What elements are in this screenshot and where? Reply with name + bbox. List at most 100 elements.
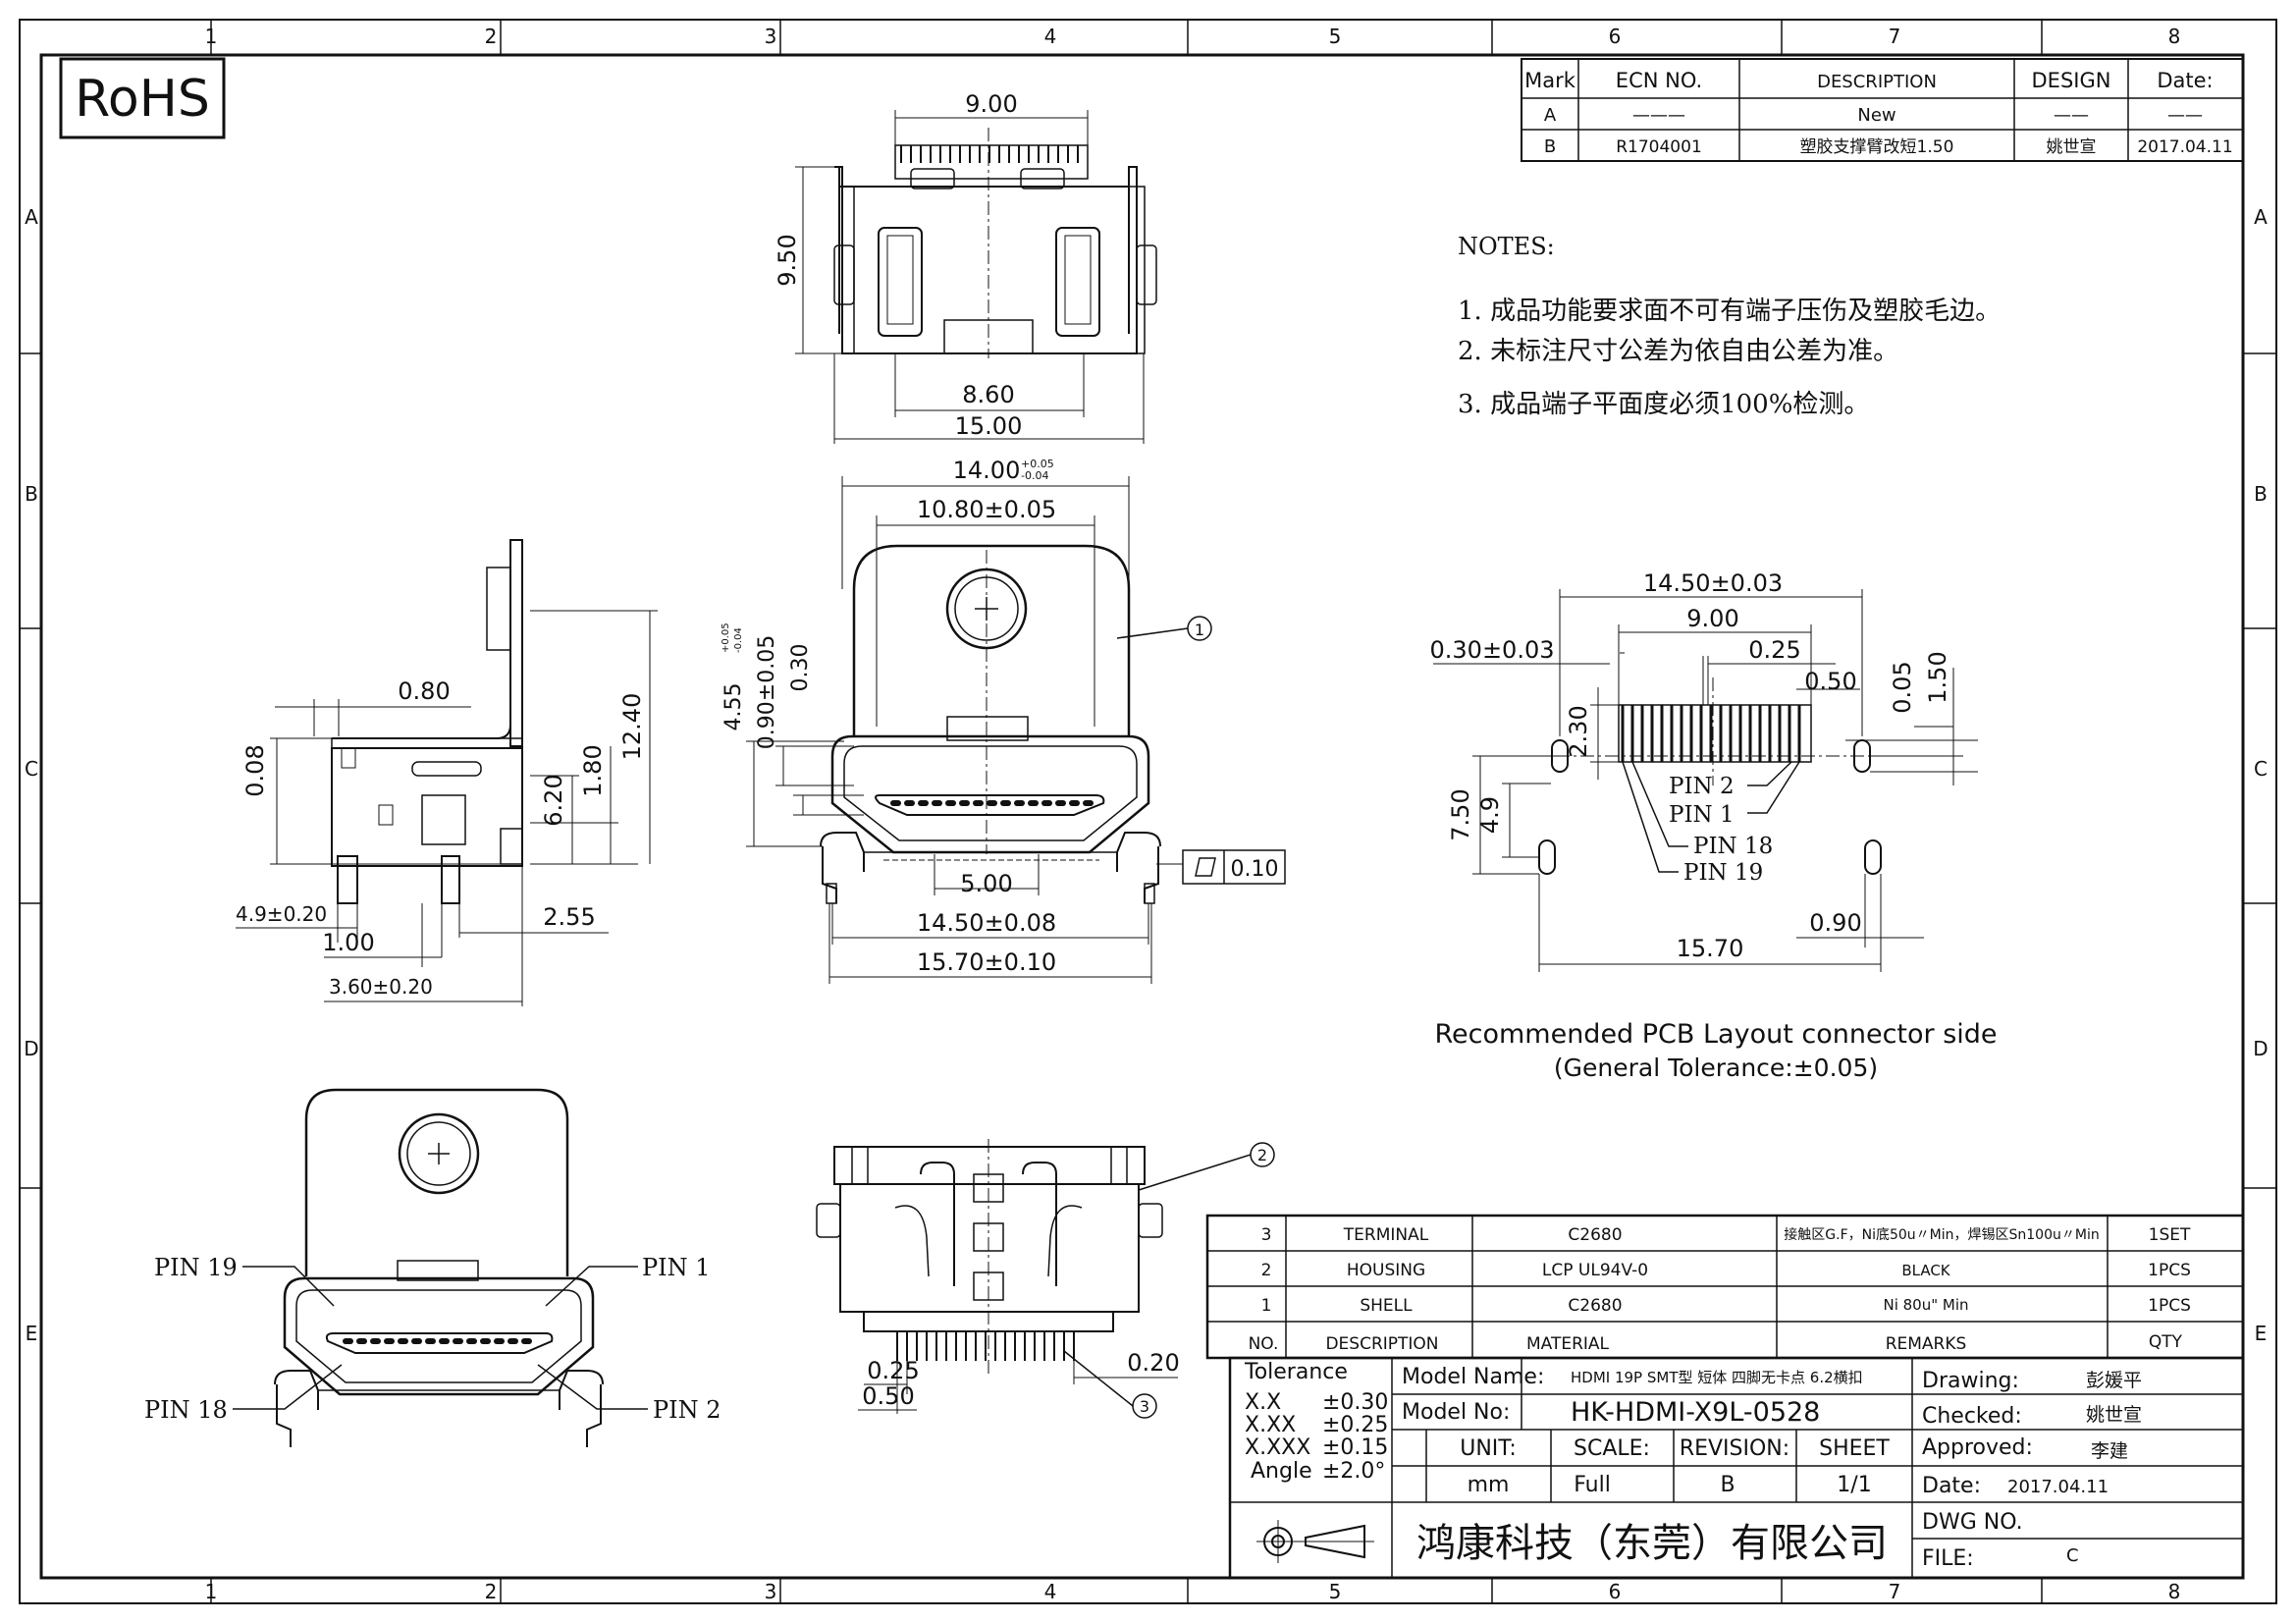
rev-header-design: DESIGN bbox=[2032, 69, 2111, 92]
balloon-2: 2 bbox=[1257, 1146, 1267, 1164]
zone-col-5-top: 5 bbox=[1329, 25, 1342, 48]
date-label: Date: bbox=[1922, 1474, 1981, 1498]
model-no-label: Model No: bbox=[1402, 1400, 1510, 1425]
front-view: 1 14.00 +0.05 -0.04 10.80±0.05 4.55 +0.0… bbox=[721, 457, 1286, 984]
bottom-left-view: PIN 19 PIN 1 PIN 18 PIN 2 bbox=[144, 1088, 721, 1447]
bom-header-material: MATERIAL bbox=[1526, 1334, 1610, 1354]
bom-row1-no: 1 bbox=[1261, 1296, 1272, 1316]
zone-row-e-left: E bbox=[26, 1322, 38, 1345]
rev-b-mark: B bbox=[1544, 136, 1556, 157]
rear-dim-025: 0.25 bbox=[867, 1357, 919, 1384]
flatness-value: 0.10 bbox=[1231, 857, 1279, 882]
rohs-mark: RoHS bbox=[59, 57, 226, 139]
bom-row2-material: LCP UL94V-0 bbox=[1542, 1261, 1648, 1280]
model-name-value: HDMI 19P SMT型 短体 四脚无卡点 6.2横扣 bbox=[1571, 1369, 1863, 1386]
zone-col-8-bottom: 8 bbox=[2168, 1580, 2181, 1603]
tolerance-xxxx-label: X.XXX bbox=[1245, 1435, 1310, 1460]
dwg-no-label: DWG NO. bbox=[1922, 1510, 2023, 1535]
tolerance-angle-value: ±2.0° bbox=[1322, 1459, 1385, 1484]
zone-col-2-bottom: 2 bbox=[485, 1580, 498, 1603]
zone-row-c-right: C bbox=[2254, 757, 2268, 781]
rev-a-mark: A bbox=[1544, 105, 1557, 126]
company-name: 鸿康科技（东莞）有限公司 bbox=[1416, 1521, 1888, 1566]
zone-row-b-right: B bbox=[2254, 482, 2268, 506]
pcb-pin-2-label: PIN 2 bbox=[1669, 774, 1735, 799]
dim-side-620: 6.20 bbox=[540, 774, 567, 826]
dim-side-49: 4.9±0.20 bbox=[236, 902, 327, 926]
bom-row2-remarks: BLACK bbox=[1901, 1262, 1950, 1279]
bom-row1-qty: 1PCS bbox=[2148, 1296, 2191, 1316]
zone-col-2-top: 2 bbox=[485, 25, 498, 48]
dim-front-455-tol-lower: -0.04 bbox=[733, 627, 744, 653]
note-3: 3. 成品端子平面度必须100%检测。 bbox=[1458, 390, 1869, 419]
title-block: Tolerance X.X ±0.30 X.XX ±0.25 X.XXX ±0.… bbox=[1228, 1356, 2245, 1580]
checked-label: Checked: bbox=[1922, 1404, 2022, 1429]
projection-symbol-icon bbox=[1256, 1520, 1374, 1563]
revision-label: REVISION: bbox=[1680, 1436, 1789, 1461]
bom-row2-description: HOUSING bbox=[1347, 1261, 1425, 1280]
view-pin-19-label: PIN 19 bbox=[154, 1254, 238, 1281]
pcb-pin-19-label: PIN 19 bbox=[1683, 860, 1763, 886]
pcb-dim-230: 2.30 bbox=[1565, 705, 1592, 757]
pcb-dim-025: 0.25 bbox=[1748, 636, 1800, 664]
notes-block: NOTES: 1. 成品功能要求面不可有端子压伤及塑胶毛边。 2. 未标注尺寸公… bbox=[1458, 233, 2001, 419]
dim-side-100: 1.00 bbox=[322, 929, 374, 956]
approved-value: 李建 bbox=[2091, 1440, 2128, 1462]
zone-col-4-bottom: 4 bbox=[1044, 1580, 1057, 1603]
rev-a-date: —— bbox=[2167, 105, 2203, 126]
zone-col-5-bottom: 5 bbox=[1329, 1580, 1342, 1603]
revision-value: B bbox=[1720, 1473, 1735, 1497]
zone-col-4-top: 4 bbox=[1044, 25, 1057, 48]
zone-row-b-left: B bbox=[25, 482, 38, 506]
balloon-3: 3 bbox=[1140, 1397, 1149, 1416]
rev-a-description: New bbox=[1857, 105, 1896, 126]
zone-row-c-left: C bbox=[25, 757, 38, 781]
notes-title: NOTES: bbox=[1458, 233, 1555, 260]
bom-table: 3 TERMINAL C2680 接触区G.F，Ni底50u〃Min，焊锡区Sn… bbox=[1205, 1214, 2245, 1360]
note-2: 2. 未标注尺寸公差为依自由公差为准。 bbox=[1458, 337, 1898, 366]
bom-row3-no: 3 bbox=[1261, 1225, 1272, 1245]
zone-col-1-top: 1 bbox=[205, 25, 218, 48]
balloon-1: 1 bbox=[1195, 621, 1204, 639]
dim-top-inner-width: 8.60 bbox=[962, 381, 1014, 408]
dim-side-180: 1.80 bbox=[579, 744, 607, 796]
pcb-dim-1450: 14.50±0.03 bbox=[1643, 569, 1783, 597]
rev-b-ecn: R1704001 bbox=[1616, 137, 1702, 157]
drawing-frame: 1 2 3 4 5 6 7 8 1 2 3 4 5 6 7 8 A B C D … bbox=[19, 19, 2277, 1604]
dim-front-500: 5.00 bbox=[960, 870, 1012, 897]
tolerance-xxx-label: X.XX bbox=[1245, 1413, 1296, 1437]
pcb-pin-1-label: PIN 1 bbox=[1669, 802, 1735, 828]
drawing-value: 彭媛平 bbox=[2086, 1370, 2142, 1391]
tolerance-xxx-value: ±0.25 bbox=[1322, 1413, 1388, 1437]
dim-front-1400-tol-upper: +0.05 bbox=[1021, 458, 1054, 470]
file-value: C bbox=[2066, 1545, 2079, 1566]
flatness-icon bbox=[1195, 857, 1216, 877]
bom-row3-remarks: 接触区G.F，Ni底50u〃Min，焊锡区Sn100u〃Min bbox=[1784, 1226, 2099, 1243]
pcb-layout-tolerance: (General Tolerance:±0.05) bbox=[1554, 1054, 1878, 1082]
scale-label: SCALE: bbox=[1574, 1436, 1650, 1461]
rear-view: 2 3 0.25 0.50 0.20 bbox=[816, 1139, 1275, 1419]
rev-header-date: Date: bbox=[2157, 69, 2213, 92]
revision-table: Mark ECN NO. DESCRIPTION DESIGN Date: A … bbox=[1521, 58, 2244, 162]
bom-row1-material: C2680 bbox=[1568, 1296, 1622, 1316]
dim-side-008: 0.08 bbox=[241, 744, 269, 796]
tolerance-title: Tolerance bbox=[1244, 1360, 1348, 1384]
bom-header-qty: QTY bbox=[2149, 1332, 2183, 1352]
bom-header-no: NO. bbox=[1249, 1334, 1279, 1354]
tolerance-xx-label: X.X bbox=[1245, 1390, 1281, 1415]
pcb-dim-750: 7.50 bbox=[1447, 788, 1474, 840]
rev-header-ecn: ECN NO. bbox=[1616, 69, 1702, 92]
zone-row-d-right: D bbox=[2253, 1037, 2268, 1060]
model-no-value: HK-HDMI-X9L-0528 bbox=[1571, 1397, 1820, 1428]
zone-row-a-right: A bbox=[2254, 205, 2268, 229]
date-value: 2017.04.11 bbox=[2007, 1477, 2109, 1497]
dim-front-1080: 10.80±0.05 bbox=[917, 496, 1056, 523]
tolerance-xxxx-value: ±0.15 bbox=[1322, 1435, 1388, 1460]
pcb-dim-090: 0.90 bbox=[1809, 909, 1861, 937]
model-name-label: Model Name: bbox=[1402, 1365, 1544, 1389]
view-pin-1-label: PIN 1 bbox=[642, 1254, 711, 1281]
approved-label: Approved: bbox=[1922, 1435, 2033, 1460]
rev-b-date: 2017.04.11 bbox=[2137, 137, 2232, 157]
zone-col-6-top: 6 bbox=[1609, 25, 1622, 48]
dim-front-1450: 14.50±0.08 bbox=[917, 909, 1056, 937]
